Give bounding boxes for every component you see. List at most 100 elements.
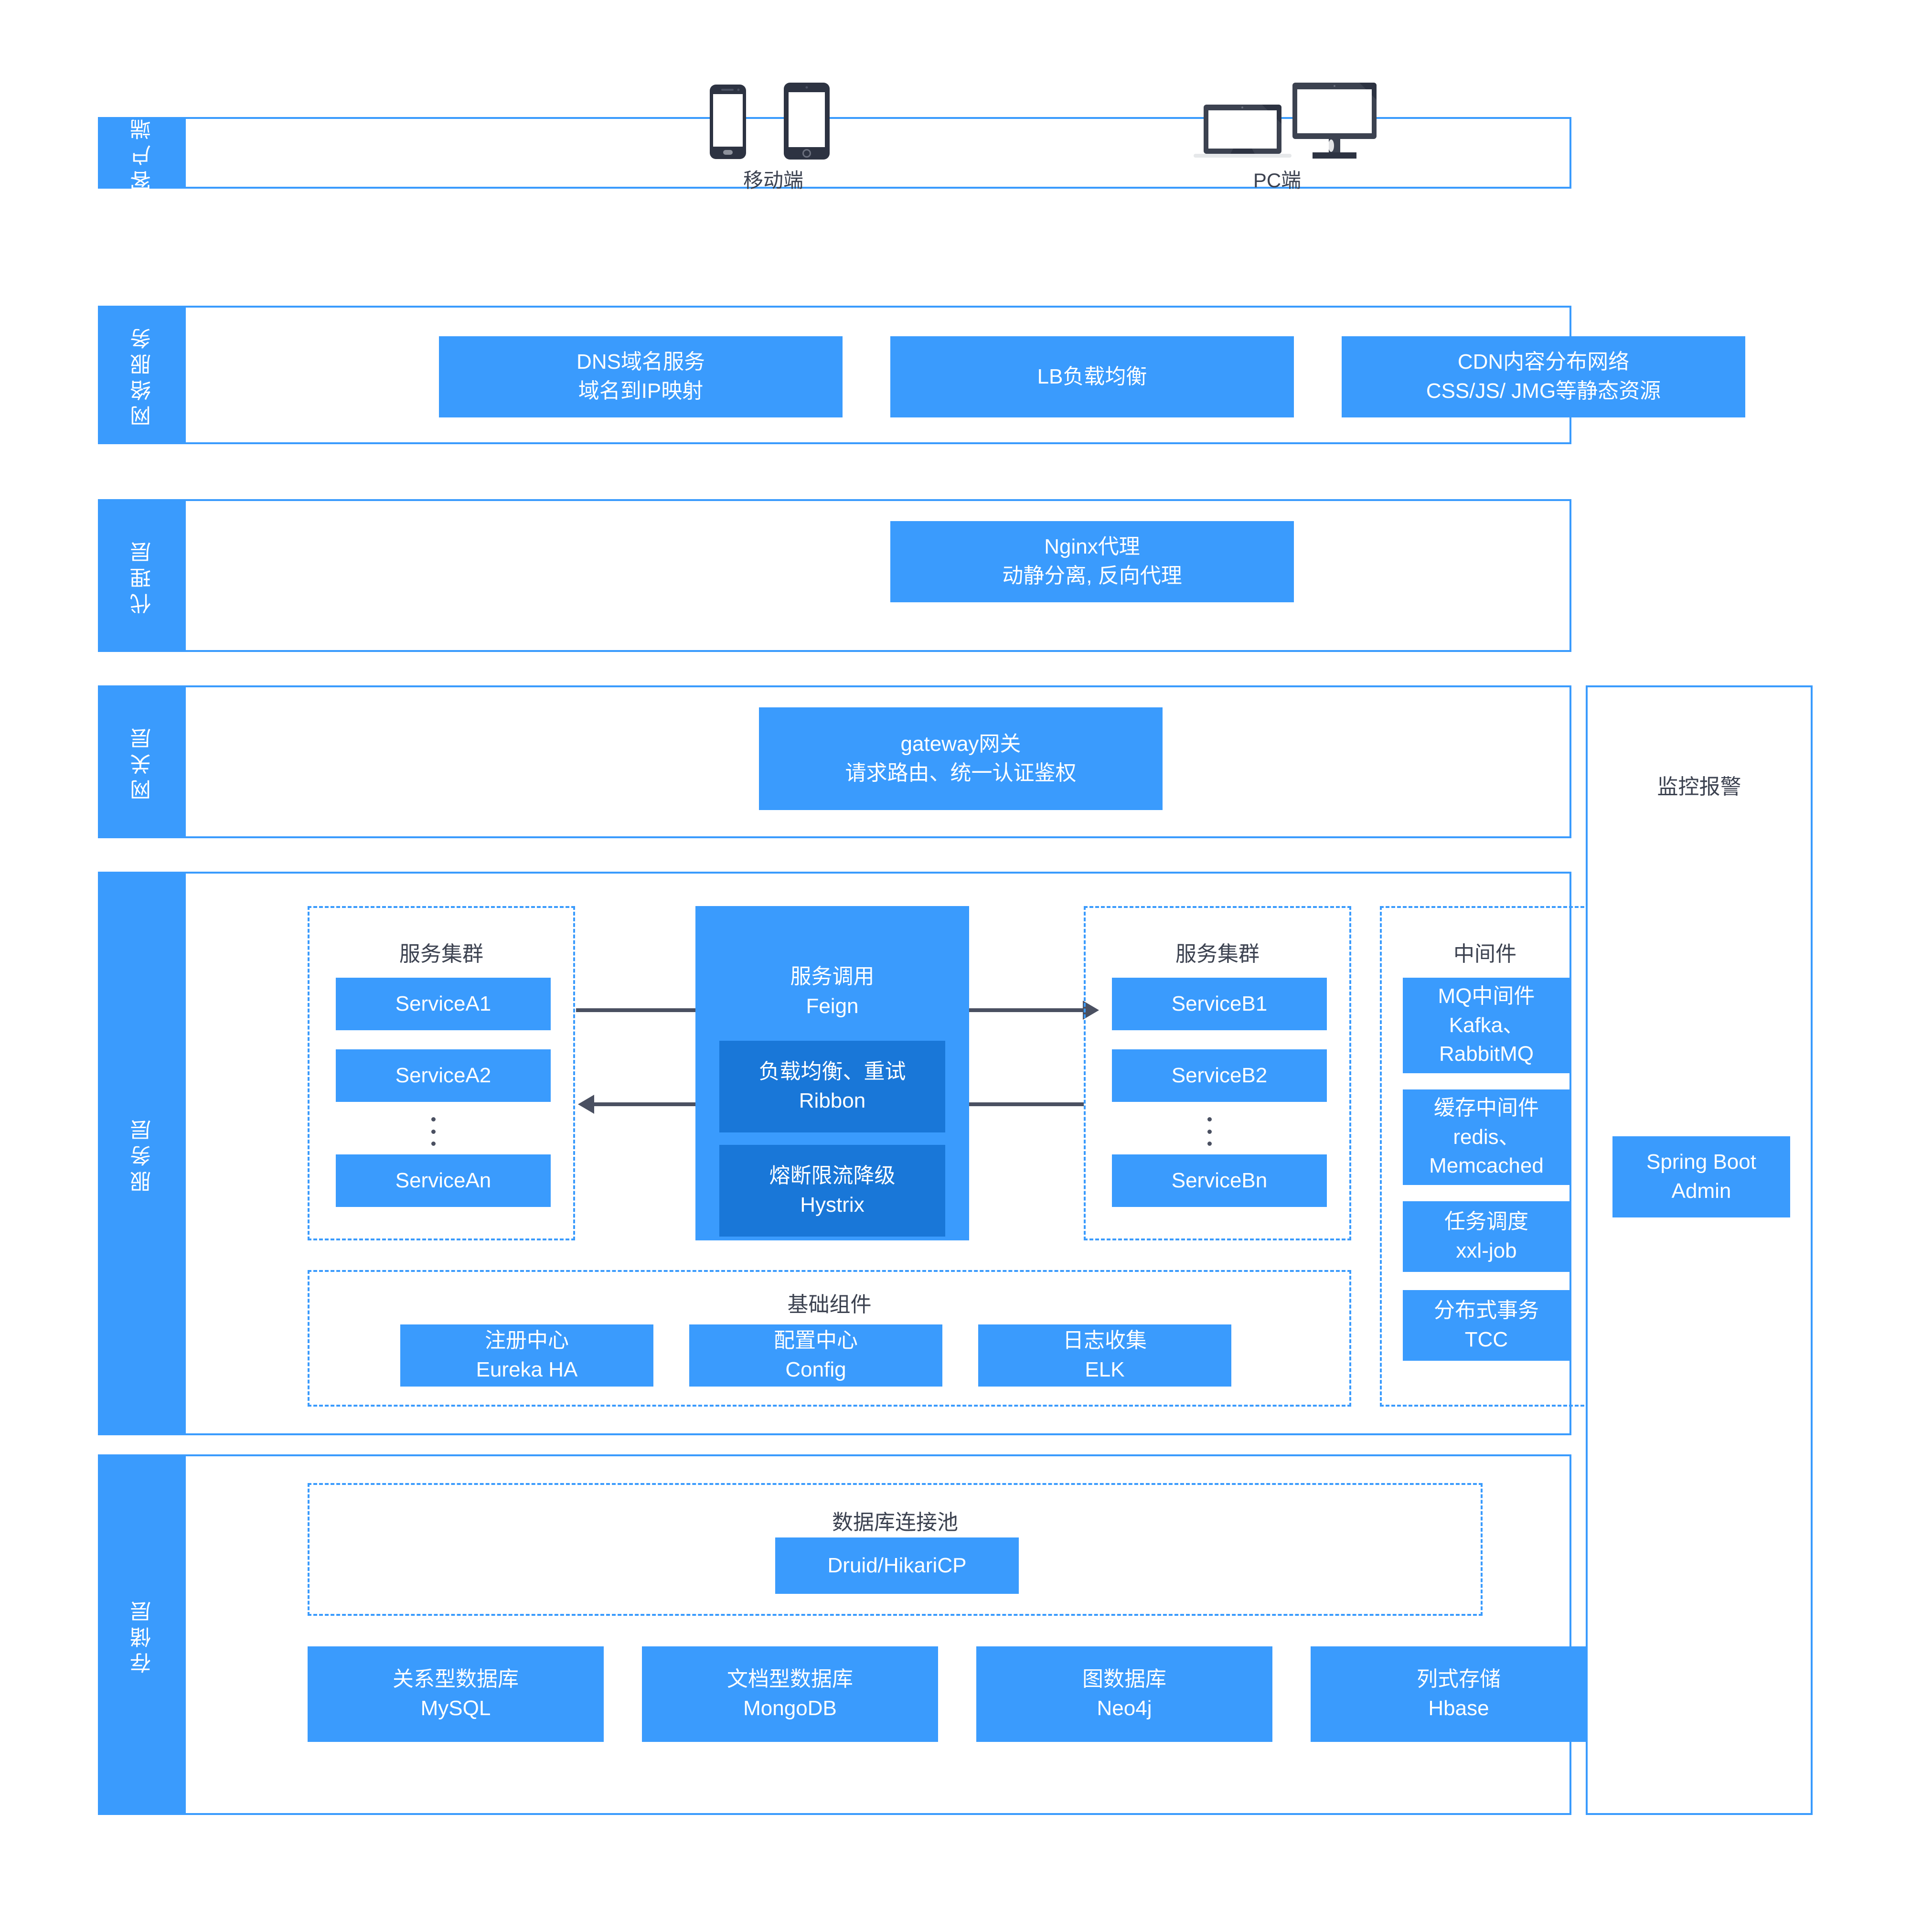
layer-storage: 存储层 数据库连接池 Druid/HikariCP 关系型数据库 MySQL 文…: [98, 1454, 1607, 1815]
transaction-line-1: 分布式事务: [1434, 1299, 1539, 1323]
cdn-card[interactable]: CDN内容分布网络 CSS/JS/ JMG等静态资源: [1342, 336, 1745, 417]
cache-line-2: redis、: [1453, 1125, 1520, 1149]
ribbon-box[interactable]: 负载均衡、重试 Ribbon: [719, 1041, 945, 1132]
cache-middleware-card[interactable]: 缓存中间件 redis、 Memcached: [1403, 1089, 1570, 1185]
hystrix-line-2: Hystrix: [800, 1193, 865, 1217]
registry-line-2: Eureka HA: [476, 1358, 578, 1381]
spring-boot-admin-line-1: Spring Boot: [1646, 1150, 1756, 1174]
service-b2-card[interactable]: ServiceB2: [1112, 1049, 1327, 1102]
layer-tab-proxy: 代理层: [100, 501, 186, 650]
scheduler-line-2: xxl-job: [1456, 1239, 1517, 1262]
layer-body-proxy: Nginx代理 动静分离, 反向代理: [186, 501, 1569, 650]
layer-label-proxy: 代理层: [131, 537, 154, 614]
hystrix-line-1: 熔断限流降级: [769, 1164, 896, 1188]
config-line-1: 配置中心: [774, 1329, 858, 1353]
db-connection-pool-group: 数据库连接池 Druid/HikariCP: [308, 1483, 1483, 1616]
cache-line-3: Memcached: [1429, 1154, 1544, 1178]
pc-label: PC端: [1253, 169, 1302, 192]
gateway-card[interactable]: gateway网关 请求路由、统一认证鉴权: [759, 707, 1163, 810]
arrow-a-to-b-stem-right: [969, 1008, 1084, 1012]
config-card[interactable]: 配置中心 Config: [689, 1324, 942, 1387]
service-call-feign-box[interactable]: 服务调用 Feign 负载均衡、重试 Ribbon 熔断限流降级 Hystrix: [695, 906, 969, 1240]
dns-card-line-2: 域名到IP映射: [578, 379, 704, 403]
arrow-b-to-a-stem-right: [969, 1102, 1084, 1106]
nginx-card-line-1: Nginx代理: [1044, 535, 1140, 559]
layer-gateway: 网关层 gateway网关 请求路由、统一认证鉴权: [98, 685, 1571, 838]
transaction-line-2: TCC: [1464, 1328, 1508, 1351]
monitor-alert-title: 监控报警: [1657, 775, 1741, 799]
cdn-card-line-1: CDN内容分布网络: [1457, 350, 1630, 374]
mq-line-1: MQ中间件: [1438, 984, 1535, 1008]
service-a2-card[interactable]: ServiceA2: [336, 1049, 551, 1102]
layer-service: 服务层 服务集群 ServiceA1 ServiceA2 ServiceAn: [98, 872, 1590, 1435]
service-cluster-b: 服务集群 ServiceB1 ServiceB2 ServiceBn: [1084, 906, 1351, 1240]
arrow-b-to-a-stem-left: [594, 1102, 695, 1106]
cdn-card-line-2: CSS/JS/ JMG等静态资源: [1426, 379, 1661, 403]
service-bn-label: ServiceBn: [1171, 1168, 1268, 1192]
service-cluster-a-ellipsis: [431, 1117, 436, 1146]
arrow-b-to-a-head: [578, 1095, 594, 1114]
service-an-label: ServiceAn: [395, 1168, 491, 1192]
layer-body-storage: 数据库连接池 Druid/HikariCP 关系型数据库 MySQL 文档型数据…: [186, 1456, 1607, 1813]
lb-card-line-1: LB负载均衡: [1037, 364, 1147, 388]
hystrix-box[interactable]: 熔断限流降级 Hystrix: [719, 1145, 945, 1237]
layer-tab-client: 客户端: [100, 114, 186, 192]
service-a2-label: ServiceA2: [395, 1063, 491, 1087]
layer-body-network: DNS域名服务 域名到IP映射 LB负载均衡 CDN内容分布网络 CSS/JS/…: [186, 308, 1745, 442]
desktop-monitor-icon: [1292, 83, 1377, 159]
document-db-line-2: MongoDB: [743, 1697, 837, 1720]
config-line-2: Config: [785, 1358, 846, 1381]
columnar-db-line-2: Hbase: [1428, 1697, 1489, 1720]
layer-client: 客户端 移动端: [98, 83, 1571, 192]
lb-card[interactable]: LB负载均衡: [890, 336, 1294, 417]
middleware-group: 中间件 MQ中间件 Kafka、 RabbitMQ 缓存中间件 redis、 M…: [1380, 906, 1590, 1407]
arrow-a-to-b-stem-left: [576, 1008, 695, 1012]
tablet-icon: [784, 83, 830, 160]
transaction-card[interactable]: 分布式事务 TCC: [1403, 1290, 1570, 1361]
registry-card[interactable]: 注册中心 Eureka HA: [400, 1324, 653, 1387]
ribbon-line-1: 负载均衡、重试: [758, 1060, 906, 1084]
nginx-card[interactable]: Nginx代理 动静分离, 反向代理: [890, 521, 1294, 602]
service-b1-label: ServiceB1: [1171, 992, 1268, 1015]
layer-label-network: 网络服务: [131, 323, 154, 427]
mobile-device-group: 移动端: [678, 62, 869, 192]
layer-body-service: 服务集群 ServiceA1 ServiceA2 ServiceAn: [186, 874, 1590, 1433]
scheduler-card[interactable]: 任务调度 xxl-job: [1403, 1201, 1570, 1272]
service-an-card[interactable]: ServiceAn: [336, 1154, 551, 1207]
columnar-db-card[interactable]: 列式存储 Hbase: [1311, 1646, 1607, 1742]
logging-line-1: 日志收集: [1063, 1329, 1147, 1353]
relational-db-line-1: 关系型数据库: [393, 1667, 519, 1691]
service-cluster-a-title: 服务集群: [399, 942, 483, 966]
service-b2-label: ServiceB2: [1171, 1063, 1268, 1087]
db-connection-pool-title: 数据库连接池: [832, 1511, 958, 1534]
service-cluster-b-ellipsis: [1207, 1117, 1212, 1146]
graph-db-line-1: 图数据库: [1082, 1667, 1166, 1691]
mq-middleware-card[interactable]: MQ中间件 Kafka、 RabbitMQ: [1403, 978, 1570, 1073]
service-cluster-a: 服务集群 ServiceA1 ServiceA2 ServiceAn: [308, 906, 575, 1240]
spring-boot-admin-card[interactable]: Spring Boot Admin: [1612, 1136, 1790, 1217]
druid-card[interactable]: Druid/HikariCP: [775, 1537, 1019, 1594]
gateway-card-line-2: 请求路由、统一认证鉴权: [845, 761, 1077, 785]
druid-label: Druid/HikariCP: [827, 1553, 967, 1577]
layer-network: 网络服务 DNS域名服务 域名到IP映射 LB负载均衡 CDN内容分布网络 CS…: [98, 306, 1745, 444]
mq-line-3: RabbitMQ: [1439, 1042, 1534, 1066]
logging-card[interactable]: 日志收集 ELK: [978, 1324, 1231, 1387]
layer-tab-storage: 存储层: [100, 1456, 186, 1813]
service-a1-card[interactable]: ServiceA1: [336, 978, 551, 1030]
ribbon-line-2: Ribbon: [799, 1089, 866, 1112]
relational-db-card[interactable]: 关系型数据库 MySQL: [308, 1646, 604, 1742]
graph-db-line-2: Neo4j: [1097, 1697, 1152, 1720]
service-b1-card[interactable]: ServiceB1: [1112, 978, 1327, 1030]
laptop-icon: [1194, 105, 1292, 158]
phone-icon: [710, 85, 746, 159]
graph-db-card[interactable]: 图数据库 Neo4j: [976, 1646, 1272, 1742]
layer-tab-gateway: 网关层: [100, 687, 186, 836]
service-bn-card[interactable]: ServiceBn: [1112, 1154, 1327, 1207]
service-cluster-b-title: 服务集群: [1175, 942, 1260, 966]
document-db-card[interactable]: 文档型数据库 MongoDB: [642, 1646, 938, 1742]
monitor-alert-panel: 监控报警 Spring Boot Admin: [1586, 685, 1813, 1815]
columnar-db-line-1: 列式存储: [1417, 1667, 1501, 1691]
dns-card[interactable]: DNS域名服务 域名到IP映射: [439, 336, 843, 417]
service-a1-label: ServiceA1: [395, 992, 491, 1015]
